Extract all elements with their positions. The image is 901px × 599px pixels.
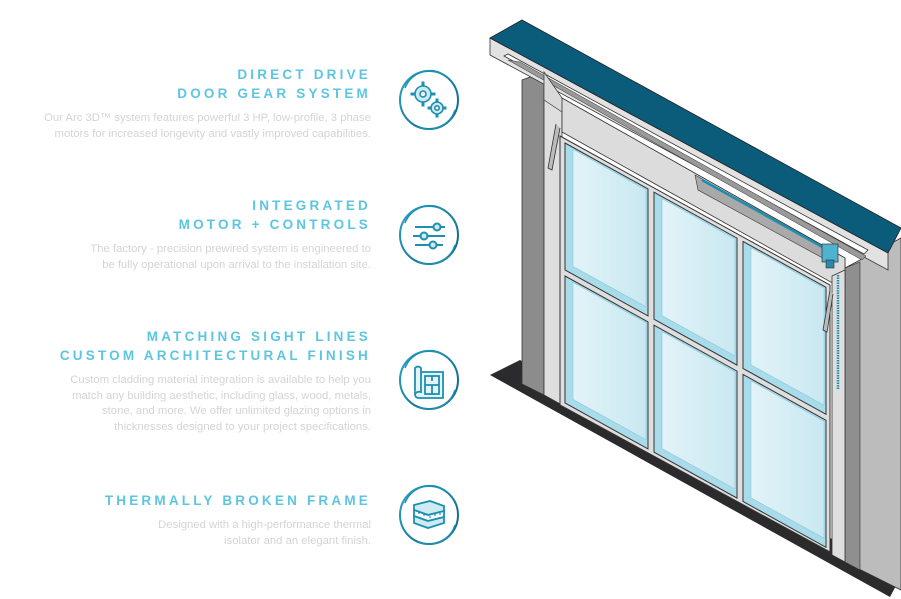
feature-title-line: CUSTOM ARCHITECTURAL FINISH bbox=[59, 348, 371, 363]
feature-description-line: Custom cladding material integration is … bbox=[70, 374, 371, 386]
drive-shaft bbox=[701, 178, 827, 251]
feature-title-line: DOOR GEAR SYSTEM bbox=[177, 86, 371, 101]
feature-description-line: Designed with a high-performance thermal bbox=[158, 519, 371, 531]
feature-title-line: INTEGRATED bbox=[252, 198, 371, 213]
glass-pane bbox=[750, 247, 825, 406]
feature-description-line: be fully operational upon arrival to the… bbox=[102, 258, 371, 271]
feature-description-line: Our Arc 3D™ system features powerful 3 H… bbox=[44, 112, 371, 124]
header-cap bbox=[489, 19, 901, 254]
right-door-arm bbox=[822, 289, 834, 333]
feature-direct-drive: DIRECT DRIVE DOOR GEAR SYSTEM Our Arc 3D… bbox=[44, 65, 371, 142]
feature-title-line: DIRECT DRIVE bbox=[237, 67, 371, 82]
feature-description-line: isolator and an elegant finish. bbox=[224, 534, 371, 547]
feature-description-line: match any building aesthetic, including … bbox=[72, 389, 371, 402]
glass-pane bbox=[661, 331, 736, 490]
header-rail-shadow bbox=[507, 59, 867, 261]
feature-sight-lines: MATCHING SIGHT LINES CUSTOM ARCHITECTURA… bbox=[60, 327, 371, 435]
feature-description-line: The factory - precision prewired system … bbox=[90, 243, 371, 255]
layers-icon bbox=[397, 483, 461, 547]
right-wall-face bbox=[844, 261, 861, 571]
left-jamb bbox=[543, 87, 563, 406]
feature-description-line: motors for increased longevity and vastl… bbox=[54, 127, 371, 140]
motor-unit bbox=[821, 243, 839, 263]
left-wall bbox=[521, 71, 545, 396]
gears-icon bbox=[397, 68, 461, 132]
blueprint-icon bbox=[397, 348, 461, 412]
glass-pane bbox=[750, 380, 825, 539]
feature-description-line: stone, and more. We offer unlimited glaz… bbox=[102, 405, 371, 417]
glass-pane bbox=[572, 148, 647, 308]
feature-title-line: THERMALLY BROKEN FRAME bbox=[104, 493, 371, 508]
glass-panes bbox=[564, 142, 827, 549]
glass-pane bbox=[572, 281, 647, 441]
right-guide-rail bbox=[831, 269, 846, 563]
motor-gear bbox=[825, 259, 835, 269]
left-door-arm bbox=[547, 123, 561, 171]
glass-pane bbox=[661, 198, 736, 357]
sliders-icon bbox=[397, 203, 461, 267]
feature-description-line: thicknesses designed to your project spe… bbox=[114, 420, 371, 433]
feature-title-line: MOTOR + CONTROLS bbox=[178, 217, 371, 232]
feature-title-line: MATCHING SIGHT LINES bbox=[146, 329, 371, 344]
feature-thermal-frame: THERMALLY BROKEN FRAME Designed with a h… bbox=[105, 491, 371, 549]
feature-integrated-motor: INTEGRATED MOTOR + CONTROLS The factory … bbox=[90, 196, 371, 273]
